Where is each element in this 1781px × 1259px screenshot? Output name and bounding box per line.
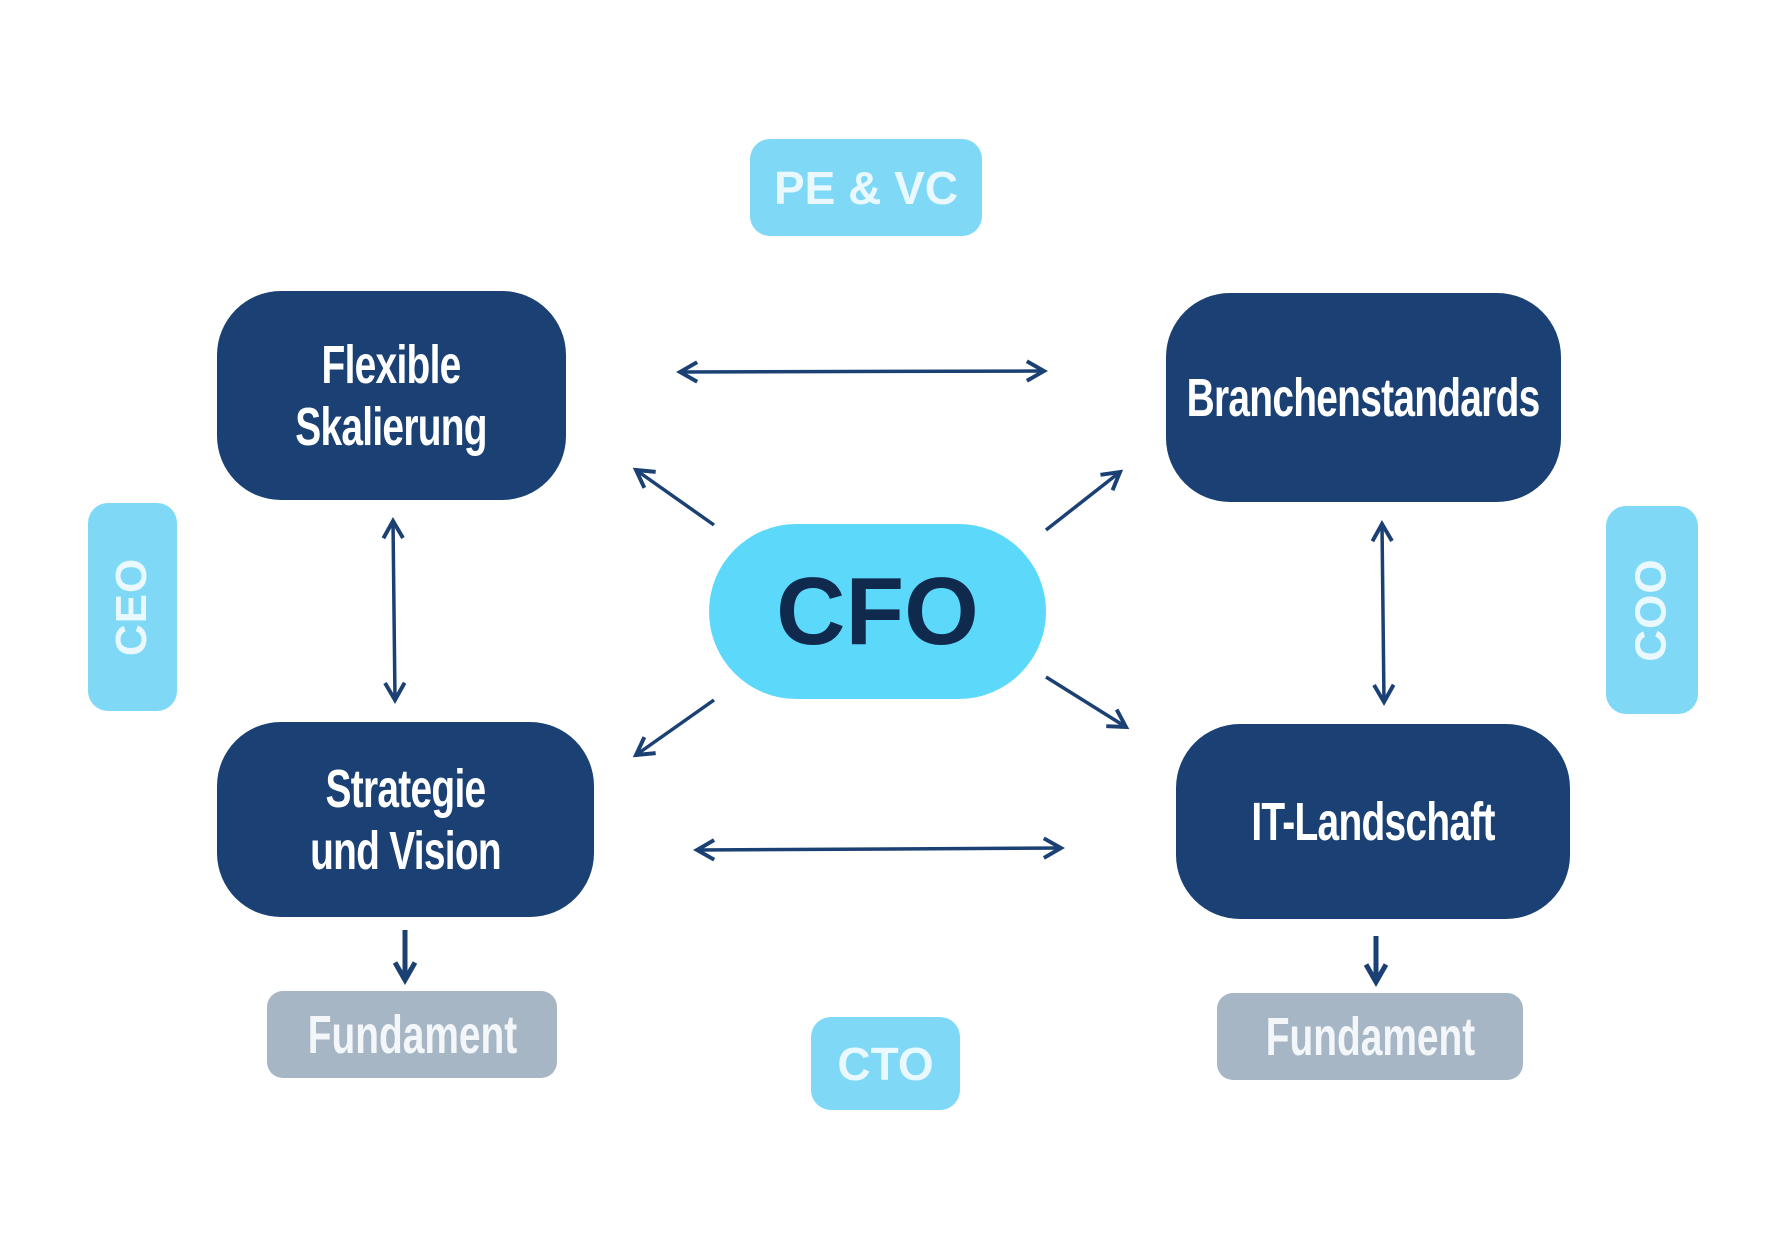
- node-it-landschaft-label: IT-Landschaft: [1251, 791, 1495, 852]
- center-cfo-label: CFO: [776, 557, 979, 665]
- node-branchenstandards-label: Branchenstandards: [1187, 367, 1541, 428]
- stakeholder-pe-vc-label: PE & VC: [773, 161, 959, 214]
- arrow-cfo-bottom-right: [1045, 675, 1130, 730]
- center-cfo: CFO: [709, 524, 1046, 699]
- node-it-landschaft: IT-Landschaft: [1176, 724, 1570, 919]
- arrow-left-vertical: [381, 517, 407, 704]
- foundation-left-label: Fundament: [307, 1004, 517, 1065]
- arrow-bottom-horizontal: [693, 836, 1065, 862]
- node-strategie-vision: Strategie und Vision: [217, 722, 594, 917]
- foundation-left: Fundament: [267, 991, 557, 1078]
- arrow-top-horizontal: [676, 359, 1048, 384]
- stakeholder-cto: CTO: [811, 1017, 960, 1110]
- node-flexible-skalierung-label: Flexible Skalierung: [295, 334, 488, 457]
- stakeholder-coo-label: COO: [1627, 558, 1677, 662]
- arrow-right-vertical: [1370, 520, 1396, 706]
- foundation-right: Fundament: [1217, 993, 1523, 1080]
- arrow-cfo-top-left: [632, 467, 716, 527]
- stakeholder-ceo-label: CEO: [107, 557, 157, 657]
- node-branchenstandards: Branchenstandards: [1166, 293, 1561, 502]
- arrow-cfo-top-right: [1044, 469, 1124, 532]
- stakeholder-ceo: CEO: [88, 503, 177, 711]
- node-flexible-skalierung: Flexible Skalierung: [217, 291, 566, 500]
- stakeholder-cto-label: CTO: [837, 1037, 934, 1090]
- node-strategie-vision-label: Strategie und Vision: [310, 758, 502, 881]
- arrow-cfo-bottom-left: [632, 698, 716, 758]
- stakeholder-coo: COO: [1606, 506, 1698, 714]
- foundation-right-label: Fundament: [1265, 1006, 1475, 1067]
- stakeholder-pe-vc: PE & VC: [750, 139, 982, 236]
